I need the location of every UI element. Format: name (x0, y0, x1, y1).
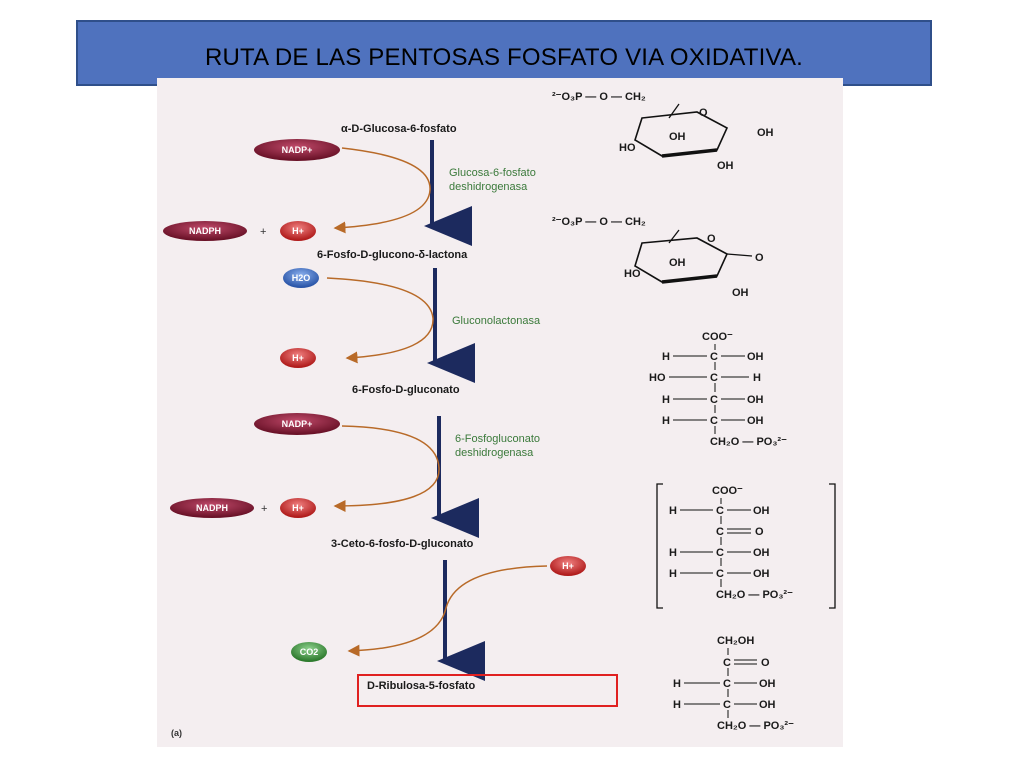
oh-4c: OH (753, 547, 770, 559)
oh-3a: OH (747, 351, 764, 363)
structure-glucose-6-phosphate: ²⁻O₃P — O — CH₂ O OH OH HO OH (552, 91, 774, 172)
ring-oxygen-1: O (699, 107, 708, 119)
h-5b: H (673, 678, 681, 690)
c-3d: C (710, 415, 718, 427)
coo-3: COO⁻ (702, 331, 733, 343)
slide-title: RUTA DE LAS PENTOSAS FOSFATO VIA OXIDATI… (204, 44, 804, 71)
compound-phosphogluconolactone: 6-Fosfo-D-glucono-δ-lactona (317, 249, 468, 261)
c-5b: C (723, 678, 731, 690)
highlight-box-ribulose (357, 674, 618, 707)
h-4c: H (669, 547, 677, 559)
oh-2b: OH (732, 287, 749, 299)
c-4b: C (716, 526, 724, 538)
oh-1c: OH (717, 160, 734, 172)
h-ellipse-3 (280, 498, 316, 518)
panel-label: (a) (171, 728, 182, 738)
compound-keto-phosphogluconate: 3-Ceto-6-fosfo-D-gluconato (331, 538, 474, 550)
slide-title-bar: RUTA DE LAS PENTOSAS FOSFATO VIA OXIDATI… (76, 20, 932, 86)
side-arrow-4 (347, 565, 548, 657)
nadp-ellipse-2 (254, 413, 340, 435)
oh-5b: OH (759, 678, 776, 690)
structure-lactone: ²⁻O₃P — O — CH₂ O O OH HO OH (552, 216, 764, 299)
oh-5c: OH (759, 699, 776, 711)
c-3c: C (710, 394, 718, 406)
ho-1: HO (619, 142, 636, 154)
nadp-label-1: NADP+ (282, 145, 313, 155)
h-label-3: H+ (292, 503, 304, 513)
oh-3d: OH (747, 415, 764, 427)
h2o-ellipse (283, 268, 319, 288)
side-arrow-3 (333, 425, 440, 512)
structure-phosphogluconate: COO⁻ H C OH HO C H H C OH H C OH CH₂O — … (649, 331, 787, 448)
nadp-ellipse-1 (254, 139, 340, 161)
h-5c: H (673, 699, 681, 711)
ho-3: HO (649, 372, 666, 384)
c-4d: C (716, 568, 724, 580)
keto-oxygen: O (755, 526, 764, 538)
co2-ellipse (291, 642, 327, 662)
nadph-ellipse-2 (170, 498, 254, 518)
enzyme-6pgdh-line1: 6-Fosfogluconato (455, 433, 540, 445)
structure-ribulose-5-phosphate: CH₂OH C O H C OH H C OH CH₂O — PO₃²⁻ (673, 635, 794, 732)
h2o-label: H2O (292, 273, 311, 283)
oh-3c: OH (747, 394, 764, 406)
phosphate-ester-2: ²⁻O₃P — O — CH₂ (552, 216, 646, 228)
c-5c: C (723, 699, 731, 711)
nadp-label-2: NADP+ (282, 419, 313, 429)
compound-glucose-6-phosphate: α-D-Glucosa-6-fosfato (341, 123, 457, 135)
plus-sign-1: + (260, 226, 266, 238)
c-3b: C (710, 372, 718, 384)
side-arrow-2 (326, 277, 434, 364)
ch2oh-5: CH₂OH (717, 635, 754, 647)
oh-4a: OH (753, 505, 770, 517)
h-4d: H (669, 568, 677, 580)
oh-4d: OH (753, 568, 770, 580)
oh-1b: OH (757, 127, 774, 139)
nadph-label-2: NADPH (196, 503, 228, 513)
ho-2: HO (624, 268, 641, 280)
h-3b: H (753, 372, 761, 384)
nadph-label-1: NADPH (189, 226, 221, 236)
side-arrow-1 (333, 147, 431, 234)
structure-keto-intermediate: COO⁻ H C OH C O H C OH H C OH CH₂O — PO₃… (656, 483, 836, 609)
c-3a: C (710, 351, 718, 363)
c-4a: C (716, 505, 724, 517)
enzyme-g6pdh-line1: Glucosa-6-fosfato (449, 167, 536, 179)
h-3c: H (662, 394, 670, 406)
carbonyl-oxygen: O (755, 252, 764, 264)
nadph-ellipse-1 (163, 221, 247, 241)
phosphate-ester-1: ²⁻O₃P — O — CH₂ (552, 91, 646, 103)
enzyme-6pgdh-line2: deshidrogenasa (455, 447, 534, 459)
h-label-2: H+ (292, 353, 304, 363)
plus-sign-2: + (261, 503, 267, 515)
c-5a: C (723, 657, 731, 669)
compound-ribulose-5-phosphate: D-Ribulosa-5-fosfato (367, 680, 475, 692)
oh-2a: OH (669, 257, 686, 269)
ribulose-keto-oxygen: O (761, 657, 770, 669)
pathway-figure: α-D-Glucosa-6-fosfato 6-Fosfo-D-glucono-… (157, 78, 843, 747)
enzyme-gluconolactonase: Gluconolactonasa (452, 315, 541, 327)
compound-phosphogluconate: 6-Fosfo-D-gluconato (352, 384, 460, 396)
h-4a: H (669, 505, 677, 517)
h-label-4: H+ (562, 561, 574, 571)
ring-oxygen-2: O (707, 233, 716, 245)
ch2opo3-5: CH₂O — PO₃²⁻ (717, 720, 794, 732)
h-label-1: H+ (292, 226, 304, 236)
ch2opo3-3: CH₂O — PO₃²⁻ (710, 436, 787, 448)
coo-4: COO⁻ (712, 485, 743, 497)
oh-1a: OH (669, 131, 686, 143)
co2-label: CO2 (300, 647, 319, 657)
h-3d: H (662, 415, 670, 427)
h-ellipse-4 (550, 556, 586, 576)
h-ellipse-1 (280, 221, 316, 241)
pathway-diagram: α-D-Glucosa-6-fosfato 6-Fosfo-D-glucono-… (163, 91, 836, 738)
enzyme-g6pdh-line2: deshidrogenasa (449, 181, 528, 193)
ch2opo3-4: CH₂O — PO₃²⁻ (716, 589, 793, 601)
h-3a: H (662, 351, 670, 363)
h-ellipse-2 (280, 348, 316, 368)
c-4c: C (716, 547, 724, 559)
